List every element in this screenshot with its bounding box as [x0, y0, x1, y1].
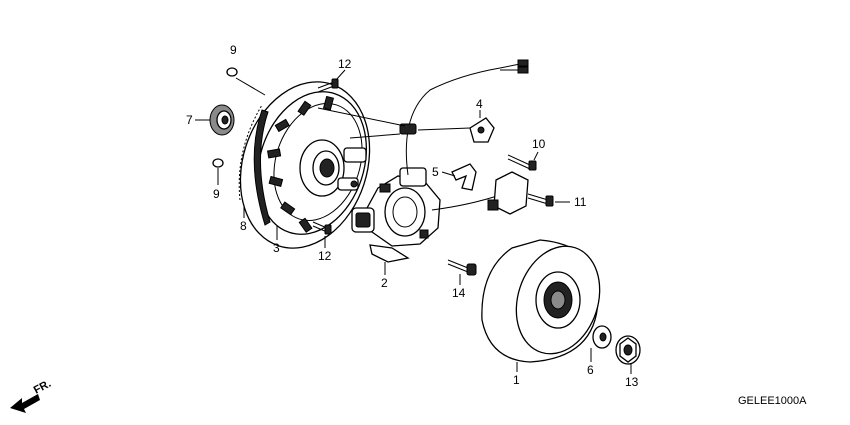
dowel-pin-upper[interactable]	[226, 67, 238, 77]
callout-2: 2	[381, 276, 388, 290]
dowel-pin-lower[interactable]	[212, 158, 224, 168]
callout-11: 11	[574, 195, 587, 209]
wire-harness	[399, 59, 529, 211]
leader-lines	[195, 69, 632, 374]
callout-3: 3	[273, 241, 280, 255]
front-label: FR.	[32, 378, 53, 397]
callout-8: 8	[240, 219, 247, 233]
diagram-code: GELEE1000A	[738, 395, 807, 407]
callout-1: 1	[513, 373, 520, 387]
callout-13: 13	[625, 375, 639, 389]
bolt-lower-12[interactable]	[312, 221, 332, 235]
stator[interactable]	[351, 167, 441, 263]
flange-nut[interactable]	[615, 335, 641, 365]
gasket-outline	[238, 104, 263, 201]
front-arrow: FR.	[10, 378, 53, 413]
callout-4: 4	[476, 97, 483, 111]
bolt-upper-12[interactable]	[317, 78, 339, 93]
oil-seal[interactable]	[209, 104, 235, 136]
callout-12-upper: 12	[338, 57, 352, 71]
flywheel[interactable]	[481, 235, 613, 364]
callout-5: 5	[432, 165, 439, 179]
callout-12-lower: 12	[318, 249, 332, 263]
pickup-coil[interactable]	[487, 171, 529, 215]
bolt-10[interactable]	[507, 154, 537, 171]
callout-10: 10	[532, 137, 546, 151]
callout-6: 6	[587, 363, 594, 377]
callout-9-lower: 9	[213, 187, 220, 201]
pulse-generator[interactable]	[469, 117, 495, 143]
crankcase-cover[interactable]	[220, 65, 390, 265]
callout-14: 14	[452, 286, 466, 300]
bolt-11[interactable]	[527, 193, 554, 207]
washer[interactable]	[592, 325, 612, 349]
bolt-14[interactable]	[447, 259, 477, 276]
callout-7: 7	[186, 113, 193, 127]
callout-9-upper: 9	[230, 43, 237, 57]
wire-clamp[interactable]	[451, 163, 477, 191]
